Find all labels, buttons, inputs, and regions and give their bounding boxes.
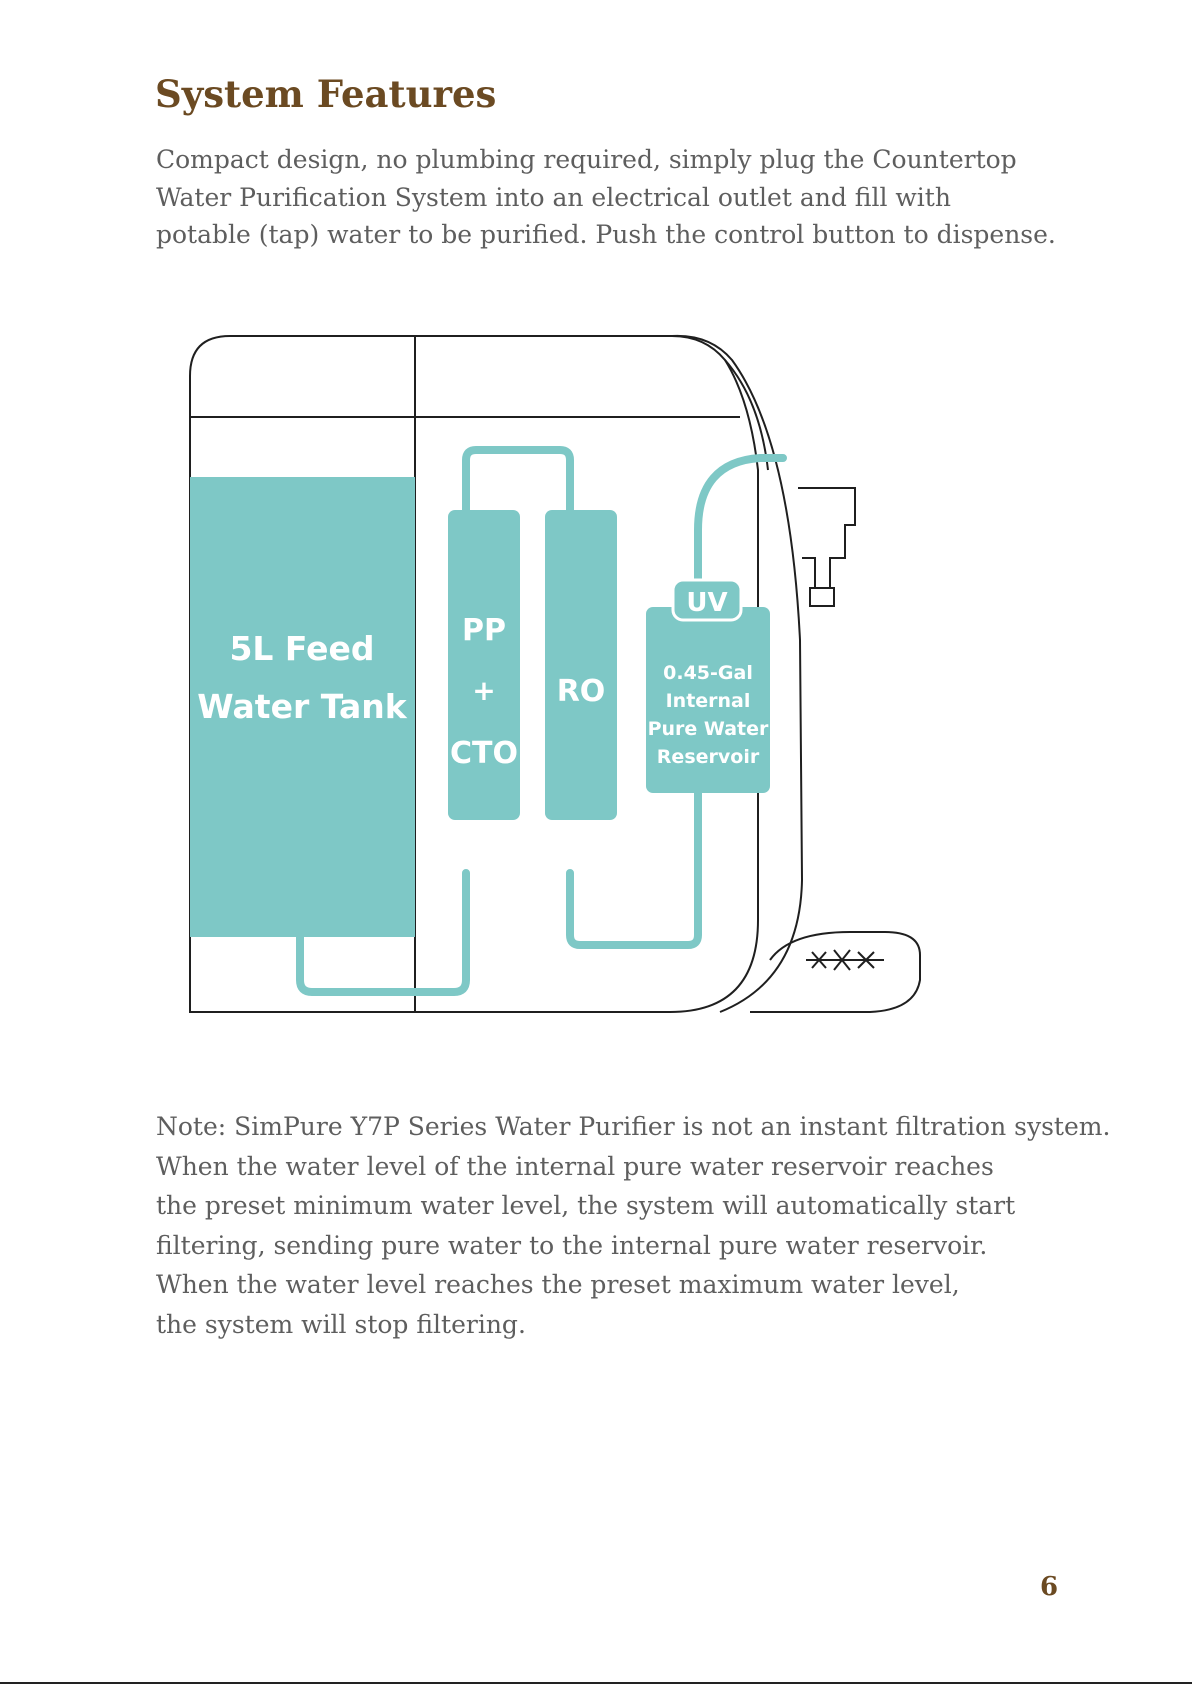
feed-water-tank bbox=[190, 477, 415, 937]
note-line: When the water level of the internal pur… bbox=[156, 1151, 994, 1181]
pp-label: PP bbox=[462, 613, 506, 648]
page-number: 6 bbox=[1040, 1572, 1059, 1602]
pp-cto-filter bbox=[448, 510, 520, 820]
faucet-icon bbox=[798, 487, 856, 589]
intro-line: Water Purification System into an electr… bbox=[156, 182, 951, 212]
reservoir-label-line2: Internal bbox=[666, 690, 751, 712]
cto-label: CTO bbox=[450, 736, 518, 771]
tank-label-line1: 5L Feed bbox=[229, 629, 374, 668]
reservoir-label-line1: 0.45-Gal bbox=[663, 662, 753, 684]
tank-label-line2: Water Tank bbox=[197, 687, 407, 726]
reservoir-label-line4: Reservoir bbox=[657, 746, 760, 768]
bottom-divider bbox=[0, 1682, 1192, 1684]
intro-paragraph: Compact design, no plumbing required, si… bbox=[156, 141, 1056, 254]
note-line: When the water level reaches the preset … bbox=[156, 1270, 960, 1299]
uv-lamp bbox=[671, 578, 743, 622]
uv-label: UV bbox=[686, 588, 727, 618]
plus-label: + bbox=[472, 674, 495, 707]
note-line: the preset minimum water level, the syst… bbox=[156, 1191, 1016, 1220]
ro-label: RO bbox=[557, 674, 606, 709]
reservoir-label-line3: Pure Water bbox=[648, 718, 769, 740]
intro-line: potable (tap) water to be purified. Push… bbox=[156, 220, 1056, 249]
drip-tray-icon bbox=[750, 931, 921, 1013]
ro-filter bbox=[545, 510, 617, 820]
note-line: Note: SimPure Y7P Series Water Purifier … bbox=[156, 1112, 1111, 1141]
water-tubes bbox=[296, 446, 787, 996]
page-title: System Features bbox=[155, 72, 497, 116]
note-line: the system will stop filtering. bbox=[156, 1309, 526, 1339]
note-paragraph: Note: SimPure Y7P Series Water Purifier … bbox=[156, 1107, 1116, 1344]
intro-line: Compact design, no plumbing required, si… bbox=[156, 145, 1017, 174]
pure-water-reservoir bbox=[646, 607, 770, 793]
note-line: filtering, sending pure water to the int… bbox=[156, 1230, 988, 1260]
drip-tray-grille bbox=[806, 949, 884, 971]
water-purifier-diagram: 5L Feed Water Tank PP + CTO RO UV 0.45-G… bbox=[189, 334, 921, 1013]
purifier-outline bbox=[189, 334, 921, 1013]
